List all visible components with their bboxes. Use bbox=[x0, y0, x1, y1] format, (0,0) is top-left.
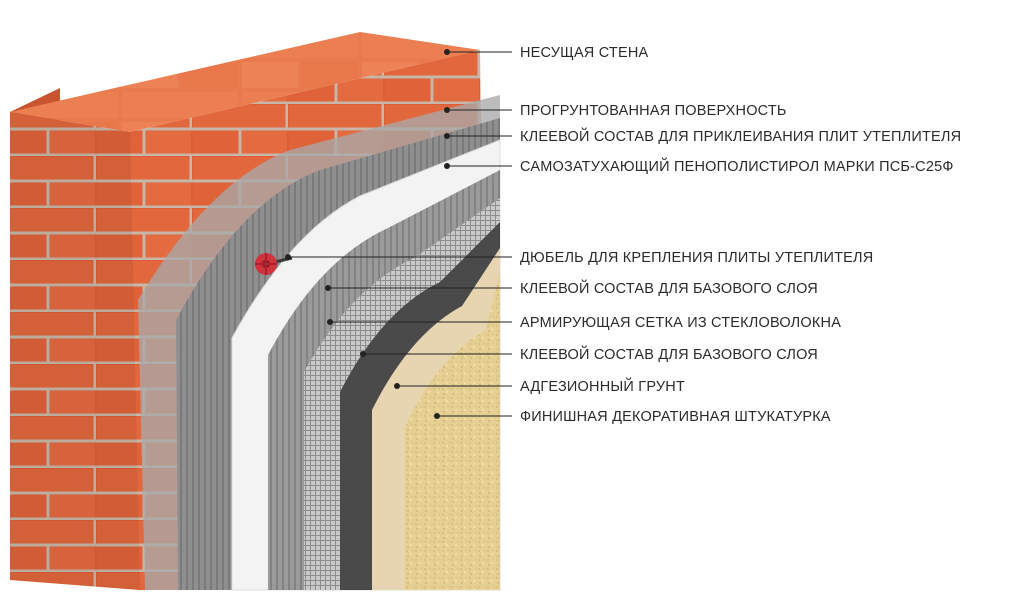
label-bearing-wall: НЕСУЩАЯ СТЕНА bbox=[444, 45, 648, 61]
label-eps-board-text: САМОЗАТУХАЮЩИЙ ПЕНОПОЛИСТИРОЛ МАРКИ ПСБ-… bbox=[520, 157, 954, 175]
label-base-coat-2: КЛЕЕВОЙ СОСТАВ ДЛЯ БАЗОВОГО СЛОЯ bbox=[360, 345, 818, 363]
label-fiberglass-mesh-text: АРМИРУЮЩАЯ СЕТКА ИЗ СТЕКЛОВОЛОКНА bbox=[520, 315, 841, 331]
label-finish-plaster-text: ФИНИШНАЯ ДЕКОРАТИВНАЯ ШТУКАТУРКА bbox=[520, 409, 831, 425]
label-fiberglass-mesh: АРМИРУЮЩАЯ СЕТКА ИЗ СТЕКЛОВОЛОКНА bbox=[327, 315, 841, 331]
label-insulation-adhesive-text: КЛЕЕВОЙ СОСТАВ ДЛЯ ПРИКЛЕИВАНИЯ ПЛИТ УТЕ… bbox=[520, 127, 961, 145]
brick-wall-top bbox=[10, 32, 480, 132]
label-adhesion-primer-text: АДГЕЗИОННЫЙ ГРУНТ bbox=[520, 377, 685, 395]
finish-plaster-layer bbox=[405, 272, 500, 590]
label-base-coat-2-text: КЛЕЕВОЙ СОСТАВ ДЛЯ БАЗОВОГО СЛОЯ bbox=[520, 345, 818, 363]
label-insulation-adhesive: КЛЕЕВОЙ СОСТАВ ДЛЯ ПРИКЛЕИВАНИЯ ПЛИТ УТЕ… bbox=[444, 127, 961, 145]
label-primed-surface-text: ПРОГРУНТОВАННАЯ ПОВЕРХНОСТЬ bbox=[520, 103, 787, 119]
label-bearing-wall-text: НЕСУЩАЯ СТЕНА bbox=[520, 45, 648, 61]
label-insulation-dowel-text: ДЮБЕЛЬ ДЛЯ КРЕПЛЕНИЯ ПЛИТЫ УТЕПЛИТЕЛЯ bbox=[520, 250, 873, 266]
label-adhesion-primer: АДГЕЗИОННЫЙ ГРУНТ bbox=[394, 377, 685, 395]
leader-lines: НЕСУЩАЯ СТЕНА ПРОГРУНТОВАННАЯ ПОВЕРХНОСТ… bbox=[285, 45, 961, 425]
label-base-coat-1-text: КЛЕЕВОЙ СОСТАВ ДЛЯ БАЗОВОГО СЛОЯ bbox=[520, 279, 818, 297]
label-finish-plaster: ФИНИШНАЯ ДЕКОРАТИВНАЯ ШТУКАТУРКА bbox=[434, 409, 831, 425]
label-base-coat-1: КЛЕЕВОЙ СОСТАВ ДЛЯ БАЗОВОГО СЛОЯ bbox=[325, 279, 818, 297]
label-eps-board: САМОЗАТУХАЮЩИЙ ПЕНОПОЛИСТИРОЛ МАРКИ ПСБ-… bbox=[444, 157, 954, 175]
label-insulation-dowel: ДЮБЕЛЬ ДЛЯ КРЕПЛЕНИЯ ПЛИТЫ УТЕПЛИТЕЛЯ bbox=[285, 250, 873, 266]
label-primed-surface: ПРОГРУНТОВАННАЯ ПОВЕРХНОСТЬ bbox=[444, 103, 787, 119]
